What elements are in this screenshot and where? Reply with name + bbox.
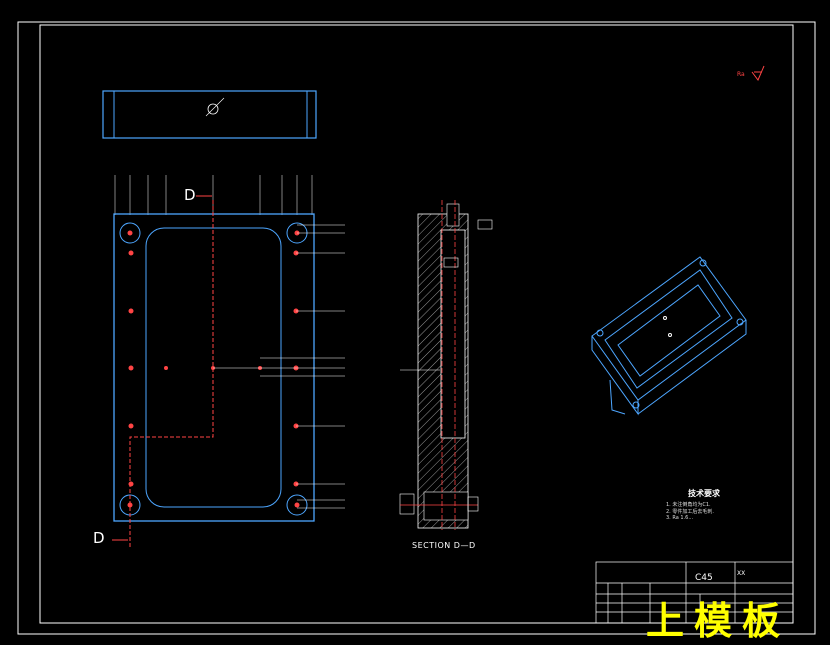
tech-requirements-title: 技术要求 [688,489,720,498]
part-title: 上模板 [646,598,791,643]
isometric-view [591,256,747,416]
roughness-symbol-icon: Ra [737,65,765,81]
title-block [595,561,794,624]
material-label: C45 [695,573,713,583]
title-block-mark: XX [737,570,746,577]
top-edge-view [102,90,317,139]
outer-frame [17,21,816,635]
section-marker-bottom: D [93,529,105,547]
tech-requirement-item: 2. 零件加工后去毛刺. [666,509,714,515]
plan-view [112,195,345,548]
section-label: SECTION D—D [412,541,476,550]
tech-requirement-item: 3. Ra 1.6... [666,515,694,521]
dimension-lines-top [114,175,313,215]
section-marker-top: D [184,186,196,204]
section-view [399,200,493,530]
tech-requirement-item: 1. 未注倒角均为C1. [666,502,711,508]
inner-frame [39,24,794,624]
svg-text:Ra: Ra [737,71,745,78]
